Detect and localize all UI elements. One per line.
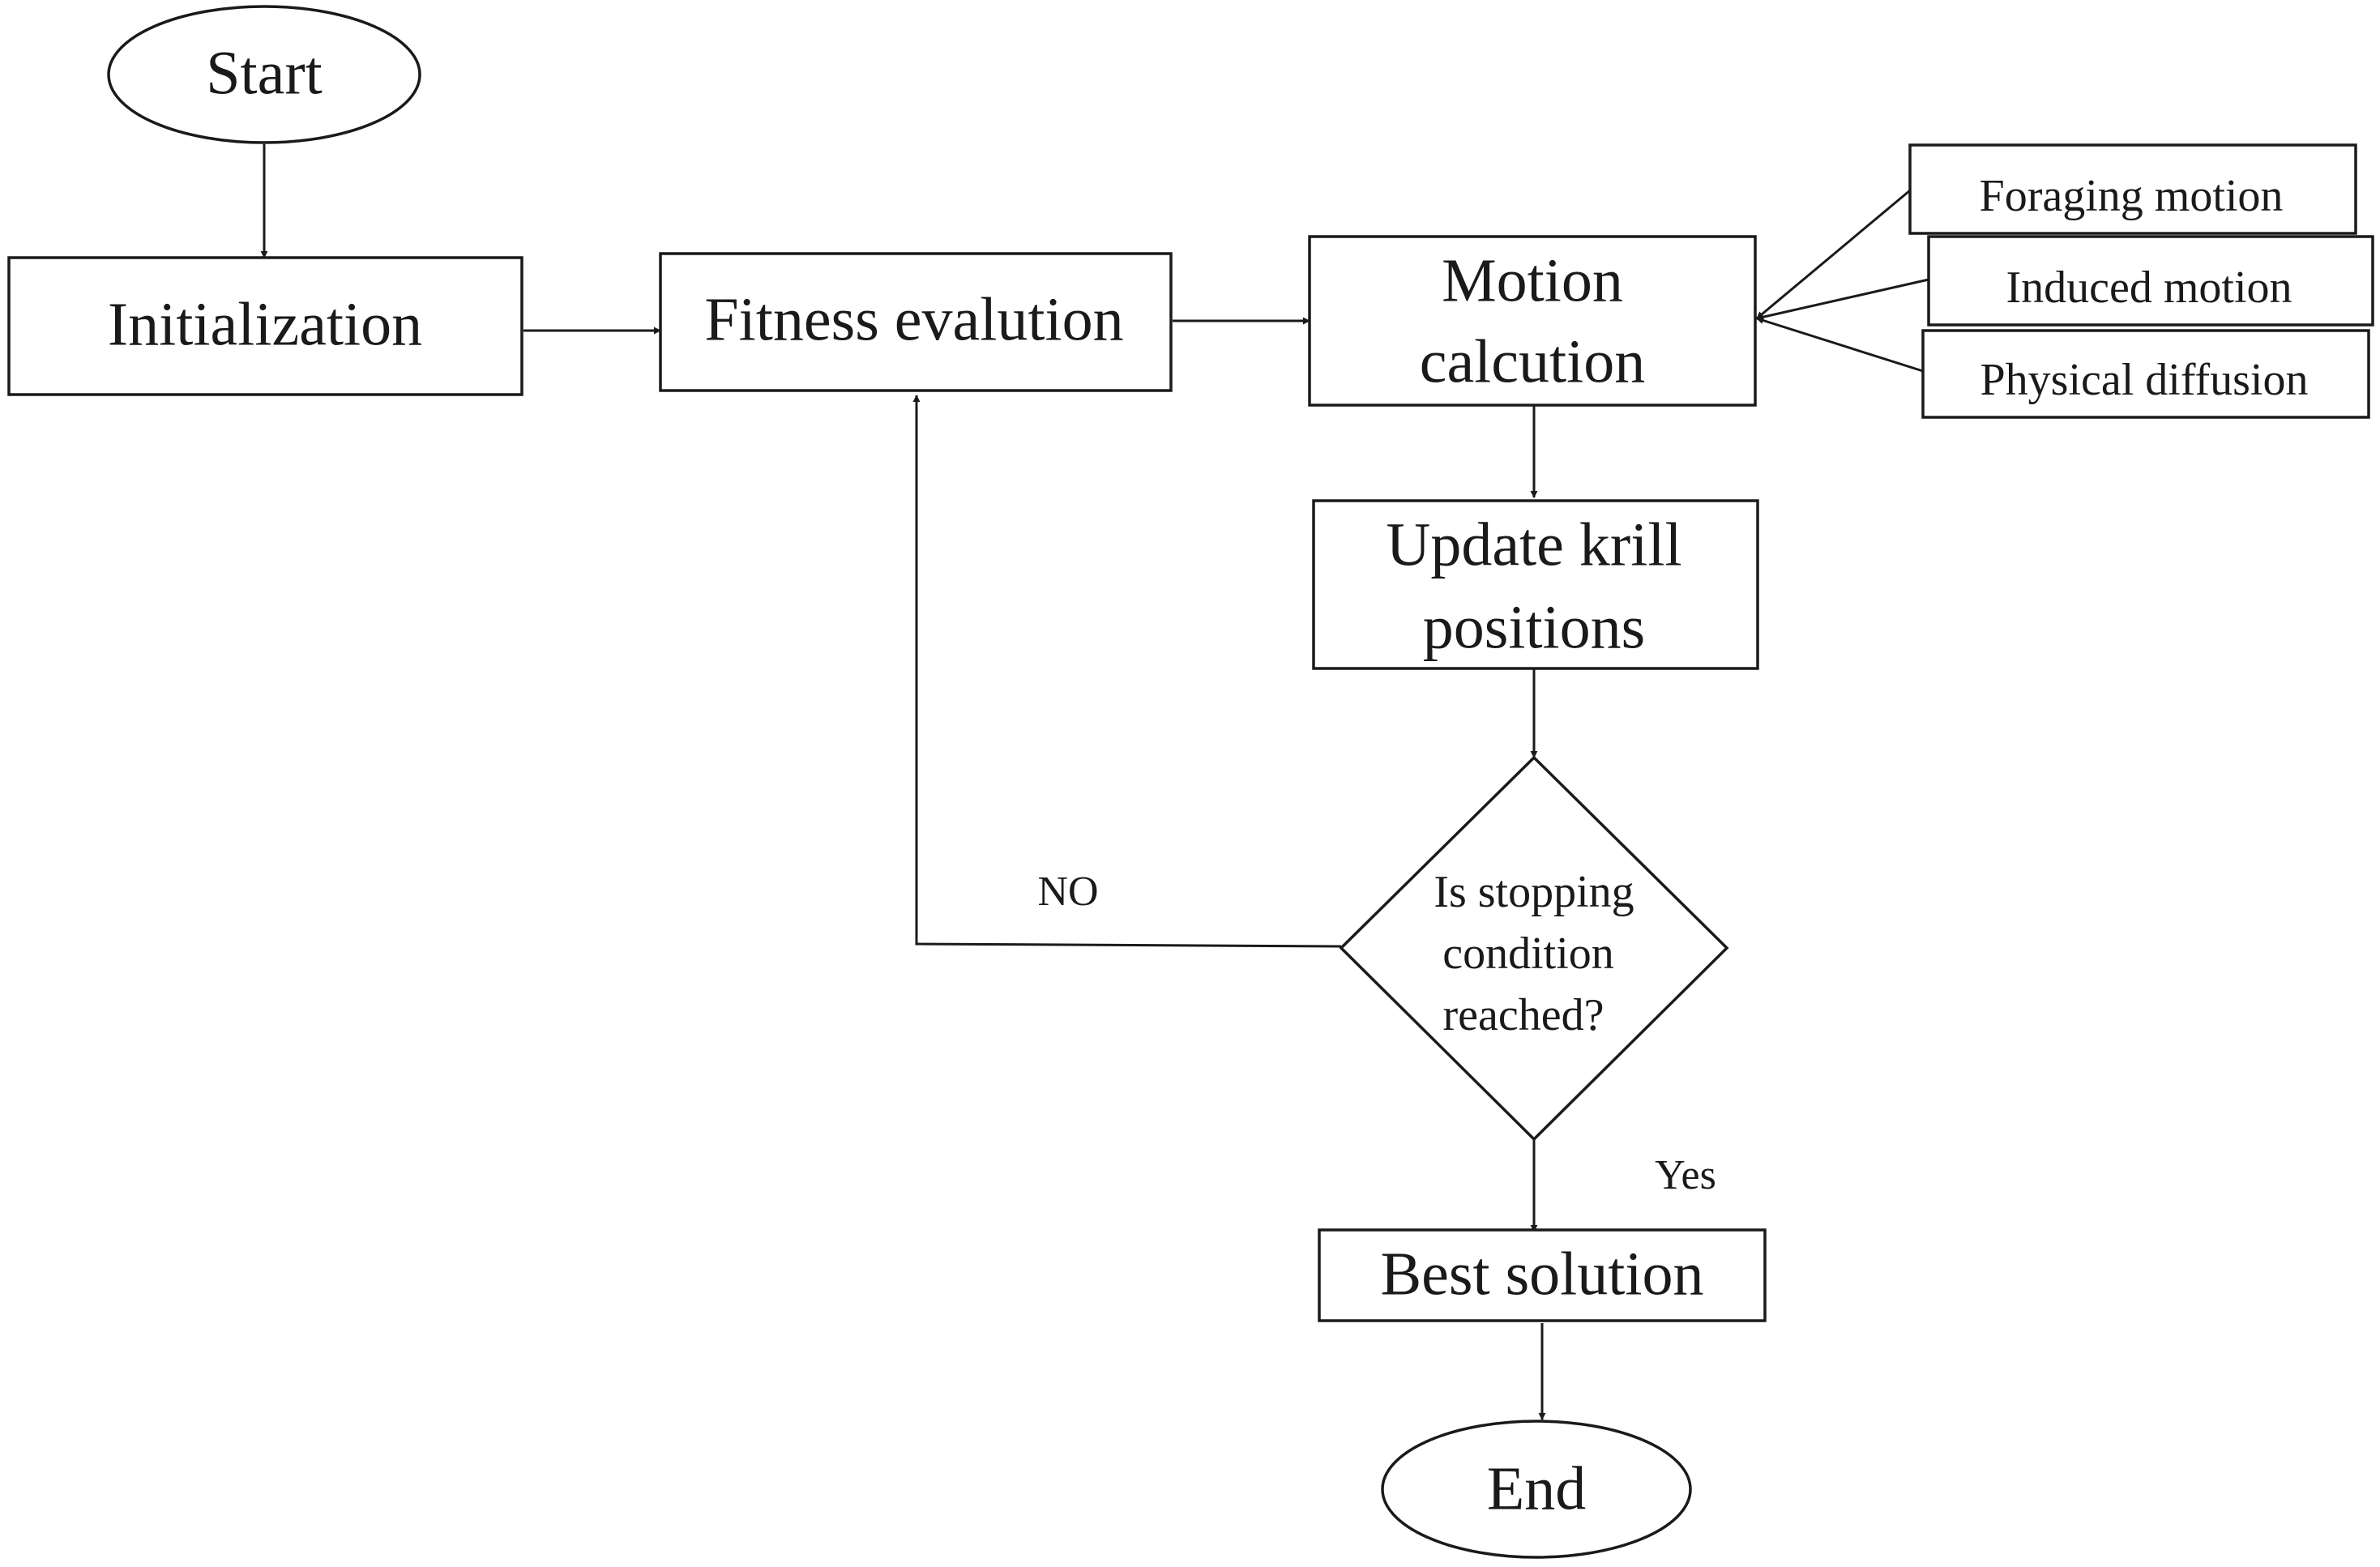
induced-motion-label: Induced motion — [2006, 263, 2292, 313]
arrow-diffusion-to-motion — [1756, 317, 1924, 373]
stopping-condition-label-line3: reached? — [1443, 990, 1604, 1040]
physical-diffusion-box — [1921, 329, 2370, 419]
update-positions-label-line2: positions — [1423, 593, 1646, 661]
arrow-foraging-to-motion — [1756, 189, 1911, 320]
no-edge-label: NO — [1037, 869, 1098, 915]
initialization-node: Initialization — [7, 256, 523, 396]
motion-calculation-label-line2: calcution — [1420, 327, 1646, 395]
fitness-evaluation-node: Fitness evalution — [659, 252, 1173, 392]
update-positions-node: Update krill positions — [1312, 499, 1759, 670]
initialization-box — [7, 256, 523, 396]
end-terminal — [1381, 1420, 1692, 1559]
start-node: Start — [107, 5, 421, 144]
motion-calculation-box — [1308, 235, 1757, 407]
foraging-motion-node: Foraging motion — [1908, 143, 2357, 235]
end-node: End — [1381, 1420, 1692, 1559]
motion-calculation-node: Motion calcution — [1308, 235, 1757, 407]
best-solution-label: Best solution — [1380, 1240, 1703, 1308]
arrow-induced-to-motion — [1756, 278, 1929, 321]
arrow-decision-no-to-fitness — [912, 395, 1342, 948]
yes-edge-label: Yes — [1655, 1152, 1716, 1198]
start-terminal — [107, 5, 421, 144]
update-positions-box — [1312, 499, 1759, 670]
foraging-motion-label: Foraging motion — [1980, 171, 2284, 221]
update-positions-label-line1: Update krill — [1386, 510, 1681, 579]
connectors — [260, 144, 1929, 1420]
best-solution-node: Best solution — [1318, 1228, 1767, 1322]
stopping-condition-diamond — [1339, 755, 1729, 1142]
stopping-condition-label-line2: condition — [1442, 929, 1614, 979]
foraging-motion-box — [1908, 143, 2357, 235]
best-solution-box — [1318, 1228, 1767, 1322]
stopping-condition-label-line1: Is stopping — [1434, 867, 1634, 917]
fitness-evaluation-box — [659, 252, 1173, 392]
stopping-condition-node: Is stopping condition reached? — [1339, 755, 1729, 1142]
physical-diffusion-label: Physical diffusion — [1980, 355, 2309, 405]
end-label: End — [1487, 1454, 1586, 1522]
induced-motion-box — [1927, 235, 2374, 327]
motion-calculation-label-line1: Motion — [1442, 246, 1623, 314]
start-label: Start — [206, 39, 323, 107]
fitness-evaluation-label: Fitness evalution — [704, 285, 1123, 353]
physical-diffusion-node: Physical diffusion — [1921, 329, 2370, 419]
initialization-label: Initialization — [108, 290, 422, 358]
induced-motion-node: Induced motion — [1927, 235, 2374, 327]
